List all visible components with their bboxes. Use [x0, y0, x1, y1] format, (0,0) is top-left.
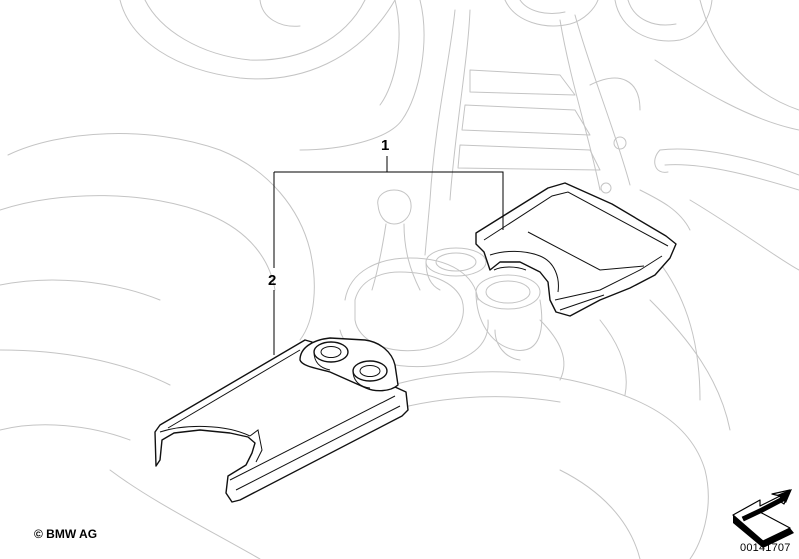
callout-label-1: 1 [381, 137, 390, 154]
nav-arrow-icon[interactable] [732, 489, 794, 548]
document-number: 00141707 [740, 542, 791, 554]
callout-label-2: 2 [268, 272, 277, 289]
copyright-label: © BMW AG [34, 527, 98, 541]
callout-leader-1 [274, 156, 504, 230]
part-rear-cupholder-tray [154, 337, 409, 503]
part-front-console-tray [475, 182, 677, 317]
